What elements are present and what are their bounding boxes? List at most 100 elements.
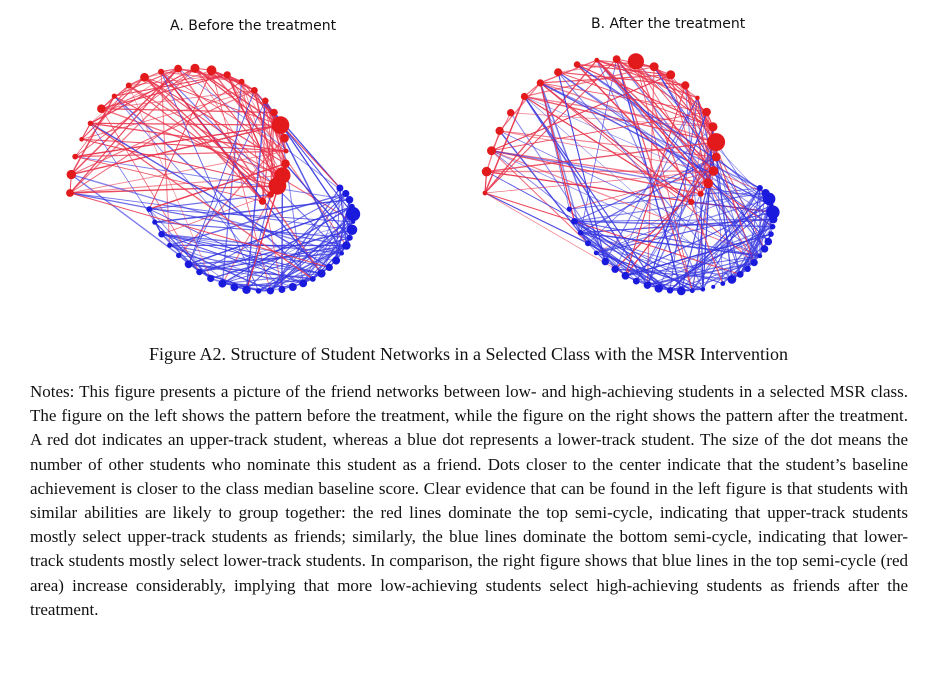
network-edge [653, 66, 717, 143]
network-edge [81, 77, 145, 140]
network-b-edges [484, 58, 774, 292]
network-edge [113, 95, 283, 290]
network-edge [684, 85, 714, 172]
lower-track-student-node [158, 230, 165, 238]
network-edge [540, 59, 598, 84]
lower-track-student-node [611, 265, 619, 273]
network-before-treatment [66, 63, 361, 295]
network-edge [646, 111, 708, 286]
network-edge [148, 208, 212, 279]
lower-track-student-node [266, 287, 275, 295]
lower-track-student-node [768, 231, 774, 237]
upper-track-student-node [174, 64, 183, 73]
network-edge [75, 150, 287, 158]
upper-track-student-node [111, 93, 117, 99]
network-edge [149, 163, 286, 210]
network-edge [635, 141, 717, 282]
network-a-nodes [66, 63, 361, 295]
lower-track-student-node [196, 268, 203, 276]
lower-track-student-node [346, 207, 361, 222]
lower-track-student-node [762, 192, 776, 206]
network-edge [302, 193, 347, 284]
network-edge [69, 150, 287, 194]
lower-track-student-node [218, 279, 227, 288]
upper-track-student-node [536, 79, 544, 87]
figure-notes: Notes: This figure presents a picture of… [30, 382, 908, 619]
network-edge [596, 187, 761, 254]
network-edge [524, 96, 733, 280]
upper-track-student-node [702, 107, 711, 117]
upper-track-student-node [268, 176, 287, 195]
upper-track-student-node [66, 189, 74, 197]
lower-track-student-node [242, 285, 251, 294]
network-edge [75, 156, 350, 201]
network-edge [635, 61, 724, 284]
network-edge [188, 100, 266, 265]
network-edge [148, 70, 212, 210]
network-edge [580, 232, 659, 289]
upper-track-student-node [271, 116, 290, 134]
network-edge [715, 156, 748, 269]
upper-track-student-node [206, 65, 217, 76]
upper-track-student-node [612, 55, 621, 63]
lower-track-student-node [727, 275, 737, 284]
network-edge [161, 233, 200, 273]
network-edge [74, 67, 196, 157]
network-edge [70, 95, 115, 175]
upper-track-student-node [507, 109, 515, 117]
network-edge [691, 201, 773, 213]
upper-track-student-node [627, 53, 644, 70]
lower-track-student-node [332, 256, 341, 265]
upper-track-student-node [97, 104, 106, 113]
upper-track-student-node [482, 190, 488, 196]
lower-track-student-node [654, 284, 663, 293]
network-edge [81, 123, 91, 140]
lower-track-student-node [601, 257, 609, 266]
network-a-edges [69, 67, 354, 292]
upper-track-student-node [695, 95, 700, 101]
network-edge [194, 67, 283, 176]
network-edge [540, 82, 707, 113]
lower-track-student-node [666, 287, 674, 294]
network-edge [524, 66, 655, 98]
network-edge [161, 233, 235, 288]
lower-track-student-node [146, 206, 153, 213]
upper-track-student-node [125, 82, 132, 89]
lower-track-student-node [342, 241, 351, 250]
network-edge [188, 206, 353, 265]
network-edge [625, 233, 772, 277]
network-edge [128, 85, 212, 279]
lower-track-student-node [756, 185, 763, 191]
network-edge [90, 122, 330, 268]
network-edge [491, 150, 701, 195]
panel-b-title: B. After the treatment [591, 16, 746, 32]
network-edge [596, 201, 692, 254]
network-edge [75, 124, 281, 157]
upper-track-student-node [681, 81, 690, 90]
upper-track-student-node [703, 178, 714, 189]
upper-track-student-node [270, 108, 278, 117]
network-edge [558, 61, 636, 73]
network-edge [321, 206, 353, 274]
network-edge [222, 206, 353, 285]
network-edge [596, 59, 698, 99]
lower-track-student-node [339, 251, 344, 256]
network-edge [241, 81, 341, 189]
lower-track-student-node [643, 281, 652, 289]
network-edge [491, 150, 761, 257]
network-edge [210, 69, 286, 165]
network-edge [596, 59, 655, 68]
network-edge [484, 96, 526, 194]
lower-track-student-node [764, 237, 773, 246]
lower-track-student-node [309, 276, 316, 282]
lower-track-student-node [346, 224, 358, 235]
network-edge [635, 61, 717, 158]
lower-track-student-node [760, 245, 769, 253]
network-edge [569, 170, 714, 210]
upper-track-student-node [251, 87, 258, 94]
lower-track-student-node [207, 274, 215, 283]
lower-track-student-node [577, 229, 584, 236]
lower-track-student-node [167, 242, 173, 248]
network-edge [574, 218, 774, 222]
network-edge [199, 245, 347, 273]
